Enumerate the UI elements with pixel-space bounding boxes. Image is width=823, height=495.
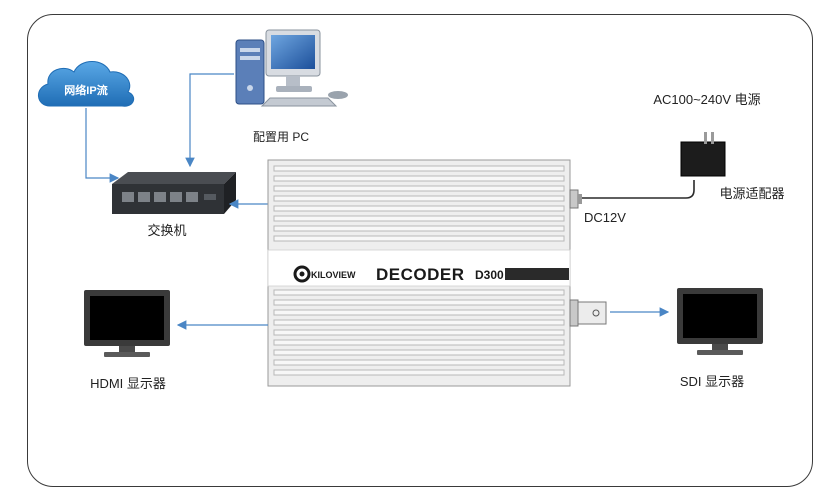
switch-icon bbox=[112, 172, 236, 214]
pc-label: 配置用 PC bbox=[253, 130, 309, 144]
pc-icon bbox=[235, 29, 348, 107]
diagram-frame bbox=[27, 14, 813, 487]
power-adapter-label: 电源适配器 bbox=[719, 186, 784, 201]
cloud-to-switch-arrow bbox=[85, 108, 120, 183]
hdmi-display-label: HDMI 显示器 bbox=[90, 376, 166, 391]
sdi-display-icon bbox=[677, 288, 763, 355]
device-brand: KILOVIEW bbox=[311, 270, 356, 280]
cloud-label: 网络IP流 bbox=[64, 83, 107, 97]
cloud-icon bbox=[38, 61, 135, 107]
kiloview-logo: KILOVIEW bbox=[293, 265, 356, 283]
device-name: DECODER bbox=[376, 265, 465, 284]
sdi-display-label: SDI 显示器 bbox=[680, 374, 744, 389]
sdi-bnc-port bbox=[569, 299, 607, 327]
device-model-bar bbox=[505, 268, 569, 280]
dc-port bbox=[569, 189, 582, 209]
dc-voltage-label: DC12V bbox=[584, 210, 626, 225]
device-model: D300 bbox=[475, 268, 504, 282]
hdmi-display-icon bbox=[84, 290, 170, 357]
power-source-label: AC100~240V 电源 bbox=[653, 92, 760, 107]
pc-to-switch-arrow bbox=[185, 73, 234, 168]
switch-label: 交换机 bbox=[147, 223, 186, 238]
power-adapter-icon bbox=[680, 132, 726, 177]
power-cable bbox=[582, 180, 695, 199]
